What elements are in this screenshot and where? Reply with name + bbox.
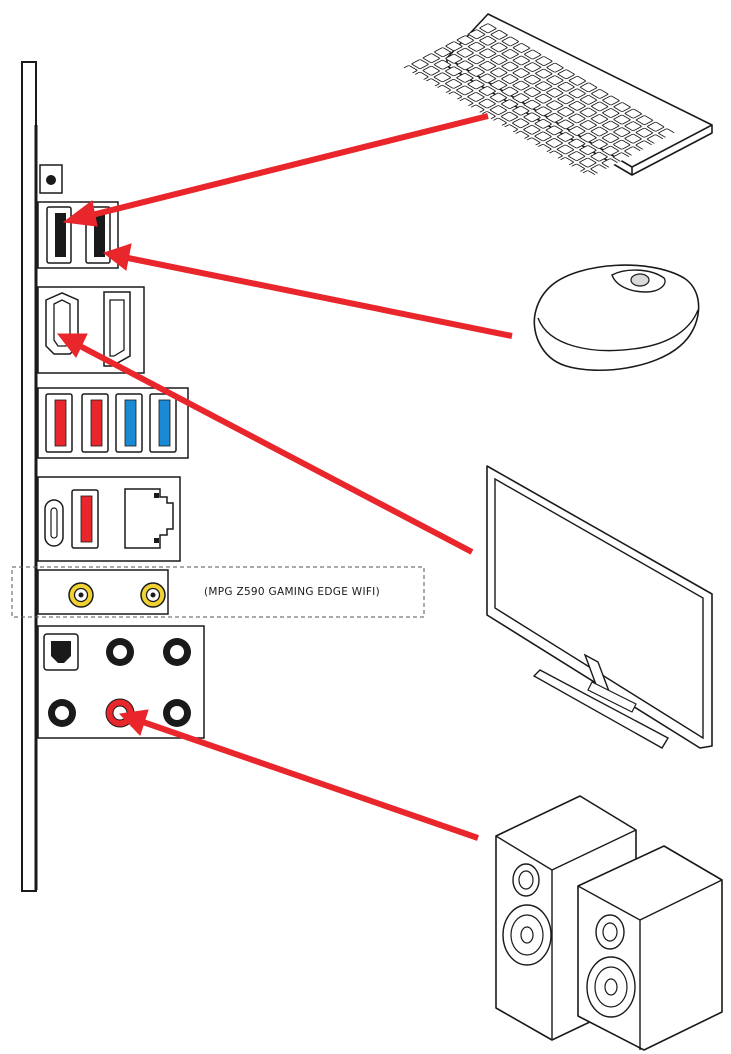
mouse-arrow <box>102 243 513 339</box>
usb-c-port <box>44 499 64 547</box>
usb-port-blue-1 <box>115 393 143 453</box>
speakers-icon <box>495 795 723 1051</box>
usb-port-red-1 <box>45 393 73 453</box>
audio-block <box>37 625 205 739</box>
optical-spdif-port <box>43 633 79 671</box>
wifi-model-label: (MPG Z590 GAMING EDGE WIFI) <box>204 586 380 598</box>
video-port-block <box>37 286 145 374</box>
audio-jack-top-right <box>163 638 191 666</box>
clear-cmos-button <box>39 164 63 194</box>
lan-port <box>124 488 174 549</box>
wifi-antenna-block: (MPG Z590 GAMING EDGE WIFI) <box>11 566 425 618</box>
audio-jack-bottom-left <box>48 699 76 727</box>
speakers-arrow <box>118 709 479 841</box>
usb-block-middle <box>37 387 189 459</box>
io-shield-plate <box>21 61 37 892</box>
io-shield <box>21 61 38 892</box>
wifi-antenna-connector-2 <box>140 582 166 608</box>
usb-port-red-2 <box>81 393 109 453</box>
usb-port-red-3 <box>71 489 99 549</box>
audio-jack-top-middle <box>106 638 134 666</box>
mouse-icon <box>533 264 700 371</box>
displayport-port <box>103 291 131 367</box>
keyboard-arrow <box>62 113 489 227</box>
usb-lan-block <box>37 476 181 562</box>
monitor-arrow <box>56 333 474 555</box>
keyboard-icon <box>402 13 713 178</box>
audio-jack-bottom-right <box>163 699 191 727</box>
usb-port-upper-left <box>46 206 72 264</box>
wifi-antenna-connector-1 <box>68 582 94 608</box>
usb-port-blue-2 <box>149 393 177 453</box>
monitor-icon <box>486 465 713 749</box>
